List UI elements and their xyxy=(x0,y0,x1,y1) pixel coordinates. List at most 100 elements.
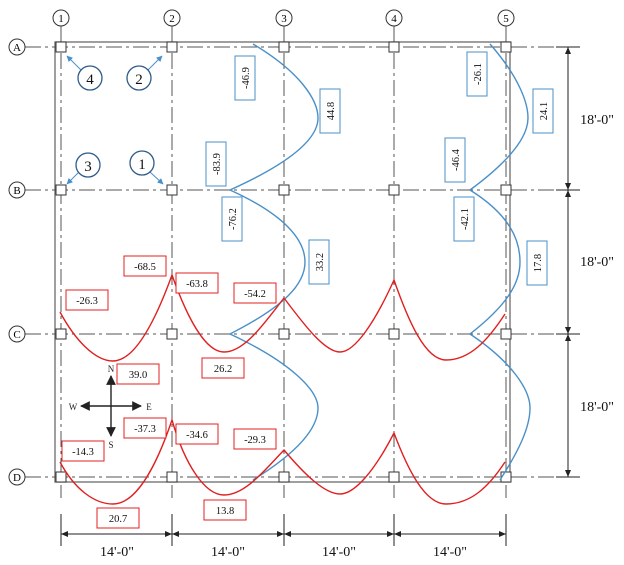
column-c5 xyxy=(500,328,512,340)
moment-curve-ns-col3-mid xyxy=(229,189,306,335)
bay-width-label-1: 14'-0" xyxy=(100,545,134,560)
column-a1 xyxy=(55,41,67,53)
ns-label-text-5: 33.2 xyxy=(315,253,326,271)
grid-bubbles: 1 2 3 4 5 A B C xyxy=(8,9,515,486)
moment-curves-ns xyxy=(229,43,531,481)
column-d5 xyxy=(500,471,512,483)
ns-label-text-7: 24.1 xyxy=(539,102,550,120)
column-b3 xyxy=(278,184,290,196)
ns-label-6: -26.1 xyxy=(466,51,488,97)
column-markers: 4 2 3 1 xyxy=(66,55,164,185)
ns-label-10: 17.8 xyxy=(526,240,548,286)
ew-label-text-9: -14.3 xyxy=(72,447,94,458)
column-marker-label-3: 3 xyxy=(84,159,92,175)
moment-curve-ns-col5-bot xyxy=(469,333,531,481)
ew-label-1: -68.5 xyxy=(123,255,167,277)
column-d3 xyxy=(278,471,290,483)
bay-height-label-1: 18'-0" xyxy=(580,113,614,128)
column-a3 xyxy=(278,41,290,53)
column-c1 xyxy=(55,328,67,340)
grid-label-row-d: D xyxy=(13,472,21,484)
ew-label-text-3: -63.8 xyxy=(186,279,208,290)
grid-bubble-row-c: C xyxy=(8,325,26,343)
column-marker-label-2: 2 xyxy=(135,72,143,88)
column-marker-label-1: 1 xyxy=(138,157,146,173)
structural-columns xyxy=(55,41,512,483)
dimension-line-bottom xyxy=(60,514,507,546)
ns-label-text-4: -76.2 xyxy=(228,208,239,230)
ew-label-2: -26.3 xyxy=(65,289,109,311)
ns-label-text-6: -26.1 xyxy=(473,63,484,85)
ew-label-9: -14.3 xyxy=(61,440,105,462)
grid-lines xyxy=(25,26,575,498)
ns-label-text-1: -46.9 xyxy=(241,67,252,89)
moment-curve-ns-col3-bot xyxy=(229,333,319,481)
column-b5 xyxy=(500,184,512,196)
grid-bubble-col-4: 4 xyxy=(385,9,403,27)
ns-label-4: -76.2 xyxy=(221,196,243,242)
column-a5 xyxy=(500,41,512,53)
ew-label-text-5: 39.0 xyxy=(129,370,147,381)
column-d2 xyxy=(166,471,178,483)
column-marker-4: 4 xyxy=(66,55,103,91)
bay-width-label-4: 14'-0" xyxy=(433,545,467,560)
ew-label-text-12: 13.8 xyxy=(216,506,234,517)
grid-bubble-col-2: 2 xyxy=(163,9,181,27)
column-d1 xyxy=(55,471,67,483)
column-d4 xyxy=(388,471,400,483)
ns-label-1: -46.9 xyxy=(234,55,256,101)
ew-label-4: -54.2 xyxy=(233,282,277,304)
grid-label-col-5: 5 xyxy=(503,13,509,25)
ns-label-9: -42.1 xyxy=(453,196,475,242)
ew-label-text-6: 26.2 xyxy=(214,364,232,375)
moment-curve-ns-col5-top xyxy=(469,43,529,191)
moment-curve-ns-col3-top xyxy=(229,43,319,191)
ns-label-2: 44.8 xyxy=(319,88,341,134)
ew-label-text-11: 20.7 xyxy=(109,514,127,525)
dimension-labels-bottom: 14'-0" 14'-0" 14'-0" 14'-0" xyxy=(100,545,467,560)
ew-label-12: 13.8 xyxy=(203,499,247,521)
ew-label-11: 20.7 xyxy=(96,507,140,529)
compass-label-south: S xyxy=(108,440,113,450)
grid-bubble-row-b: B xyxy=(8,181,26,199)
ns-label-text-2: 44.8 xyxy=(326,102,337,120)
ew-label-5: 39.0 xyxy=(116,363,160,385)
grid-bubble-col-5: 5 xyxy=(497,9,515,27)
column-b4 xyxy=(388,184,400,196)
bay-width-label-2: 14'-0" xyxy=(211,545,245,560)
dimension-line-right xyxy=(556,46,580,478)
column-b2 xyxy=(166,184,178,196)
ns-label-7: 24.1 xyxy=(532,88,554,134)
column-marker-1: 1 xyxy=(129,150,164,185)
grid-label-col-2: 2 xyxy=(169,13,175,25)
ew-label-10: -29.3 xyxy=(233,428,277,450)
grid-bubble-row-d: D xyxy=(8,468,26,486)
moment-curve-ns-col5-mid xyxy=(469,189,521,335)
dimension-labels-right: 18'-0" 18'-0" 18'-0" xyxy=(580,113,614,415)
moment-curve-ew-row-d xyxy=(59,417,506,505)
ns-moment-labels: -46.9 44.8 -83.9 -76.2 33.2 -26.1 24.1 xyxy=(205,51,554,286)
bay-height-label-2: 18'-0" xyxy=(580,255,614,270)
bay-width-label-3: 14'-0" xyxy=(322,545,356,560)
ns-label-8: -46.4 xyxy=(444,137,466,183)
column-a4 xyxy=(388,41,400,53)
ns-label-text-3: -83.9 xyxy=(212,153,223,175)
column-b1 xyxy=(55,184,67,196)
ew-moment-labels: -68.5 -26.3 -63.8 -54.2 39.0 26.2 -37.3 xyxy=(61,255,277,529)
column-marker-2: 2 xyxy=(126,55,163,91)
ew-label-text-8: -34.6 xyxy=(186,430,208,441)
ns-label-text-9: -42.1 xyxy=(460,208,471,230)
ew-label-text-4: -54.2 xyxy=(244,289,266,300)
compass-label-west: W xyxy=(69,402,78,412)
ew-label-3: -63.8 xyxy=(175,272,219,294)
grid-label-col-1: 1 xyxy=(58,13,64,25)
column-c3 xyxy=(278,328,290,340)
grid-label-col-3: 3 xyxy=(281,13,287,25)
slab-outline xyxy=(54,41,511,483)
ns-label-text-8: -46.4 xyxy=(451,148,462,171)
grid-label-row-c: C xyxy=(13,329,20,341)
bay-height-label-3: 18'-0" xyxy=(580,400,614,415)
ns-label-5: 33.2 xyxy=(308,239,330,285)
compass-label-east: E xyxy=(146,402,152,412)
